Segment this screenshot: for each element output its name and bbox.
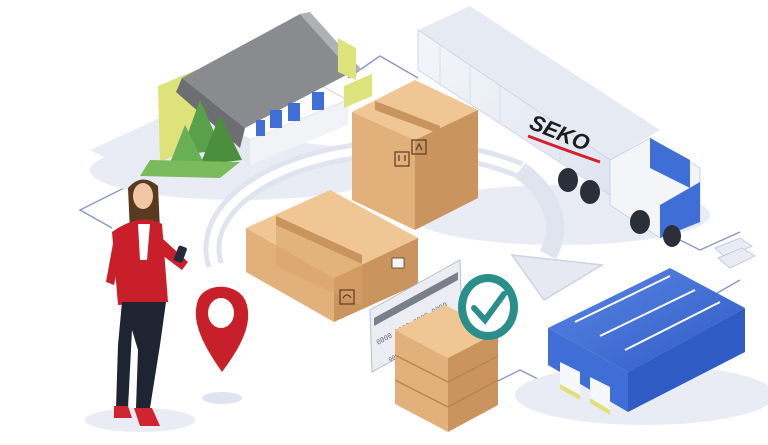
map-pin-icon bbox=[195, 286, 249, 404]
woman-with-phone bbox=[106, 179, 188, 426]
house bbox=[90, 12, 372, 195]
truck-wheels bbox=[558, 168, 681, 247]
roof-skylights bbox=[574, 275, 721, 351]
checkmark-icon bbox=[458, 274, 518, 340]
stacked-boxes bbox=[394, 305, 499, 432]
house-windows bbox=[256, 92, 324, 136]
pine-trees bbox=[168, 100, 242, 168]
pallets bbox=[714, 237, 757, 269]
fragile-glass-icon bbox=[394, 151, 410, 167]
cycle-arrow-head-icon bbox=[510, 254, 605, 302]
cardboard-box-medium bbox=[246, 190, 418, 322]
this-side-up-icon bbox=[411, 139, 427, 155]
keep-dry-icon bbox=[339, 289, 355, 305]
cardboard-box-large bbox=[352, 80, 478, 230]
warehouse bbox=[548, 268, 745, 415]
delivery-truck: SEKO bbox=[417, 6, 701, 247]
